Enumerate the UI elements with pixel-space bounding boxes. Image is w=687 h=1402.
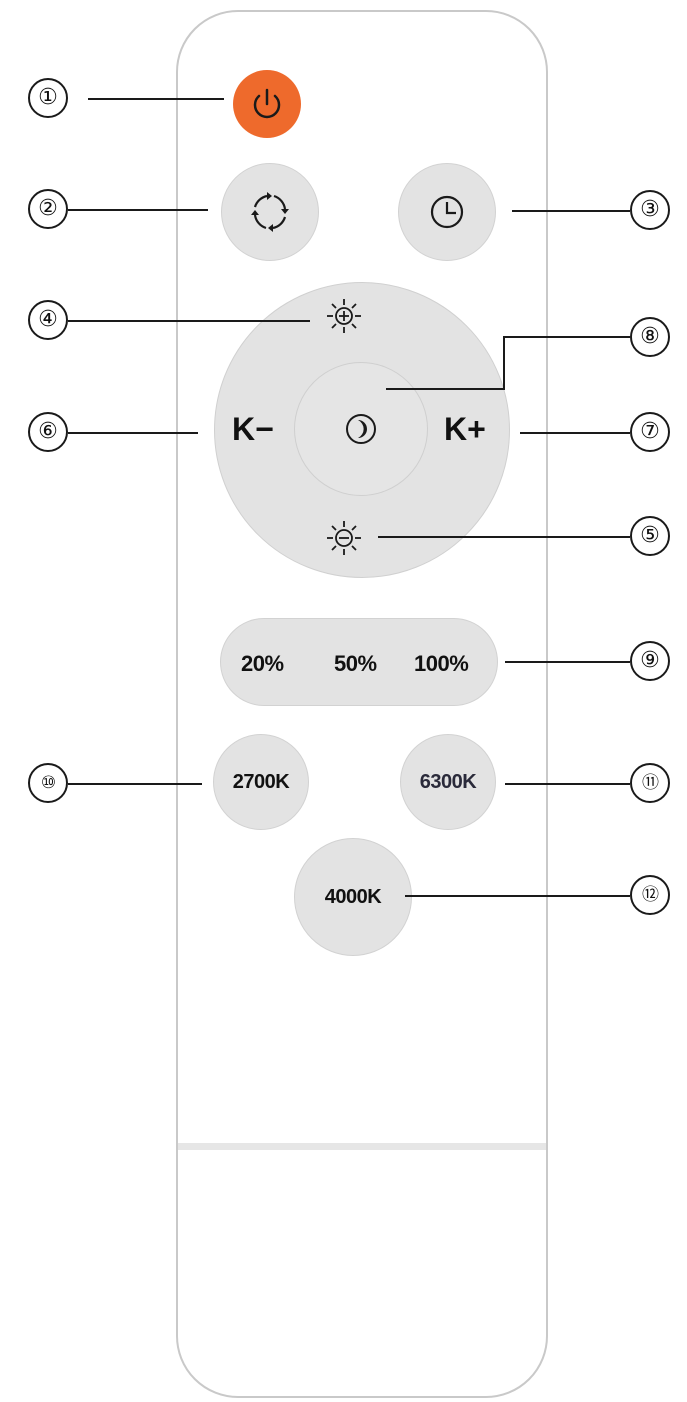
color-temp-6300k-button[interactable]: 6300K bbox=[400, 734, 496, 830]
color-temp-2700k-button[interactable]: 2700K bbox=[213, 734, 309, 830]
color-temp-up-button[interactable]: K+ bbox=[444, 411, 486, 447]
preset-20-button[interactable]: 20% bbox=[241, 651, 284, 676]
callout-line-8 bbox=[386, 336, 630, 390]
callout-1: ① bbox=[28, 78, 68, 118]
callout-3: ③ bbox=[630, 190, 670, 230]
callout-line-6 bbox=[68, 432, 198, 434]
callout-11: ⑪ bbox=[630, 763, 670, 803]
callout-10: ⑩ bbox=[28, 763, 68, 803]
callout-line-7 bbox=[520, 432, 630, 434]
callout-line-12 bbox=[405, 895, 630, 897]
mode-cycle-button[interactable] bbox=[221, 163, 319, 261]
sun-plus-icon bbox=[327, 299, 361, 333]
preset-100-button[interactable]: 100% bbox=[414, 651, 469, 676]
callout-5: ⑤ bbox=[630, 516, 670, 556]
callout-2: ② bbox=[28, 189, 68, 229]
brightness-down-button[interactable] bbox=[324, 518, 364, 558]
remote-divider bbox=[178, 1143, 546, 1150]
callout-line-10 bbox=[68, 783, 202, 785]
color-temp-down-button[interactable]: K− bbox=[232, 411, 274, 447]
clock-icon bbox=[430, 195, 464, 229]
callout-line-4 bbox=[68, 320, 310, 322]
cycle-arrows-icon bbox=[251, 192, 289, 232]
callout-6: ⑥ bbox=[28, 412, 68, 452]
night-mode-button[interactable] bbox=[294, 362, 428, 496]
brightness-preset-bar bbox=[220, 618, 498, 706]
timer-button[interactable] bbox=[398, 163, 496, 261]
moon-icon bbox=[346, 414, 376, 444]
callout-line-11 bbox=[505, 783, 630, 785]
callout-line-2 bbox=[68, 209, 208, 211]
callout-9: ⑨ bbox=[630, 641, 670, 681]
callout-line-9 bbox=[505, 661, 630, 663]
callout-8: ⑧ bbox=[630, 317, 670, 357]
brightness-up-button[interactable] bbox=[324, 296, 364, 336]
sun-minus-icon bbox=[327, 521, 361, 555]
color-temp-4000k-button[interactable]: 4000K bbox=[294, 838, 412, 956]
power-button[interactable] bbox=[233, 70, 301, 138]
callout-4: ④ bbox=[28, 300, 68, 340]
callout-line-5 bbox=[378, 536, 630, 538]
power-icon bbox=[253, 88, 281, 119]
preset-50-button[interactable]: 50% bbox=[334, 651, 377, 676]
callout-12: ⑫ bbox=[630, 875, 670, 915]
callout-line-1 bbox=[88, 98, 224, 100]
callout-7: ⑦ bbox=[630, 412, 670, 452]
callout-line-3 bbox=[512, 210, 630, 212]
